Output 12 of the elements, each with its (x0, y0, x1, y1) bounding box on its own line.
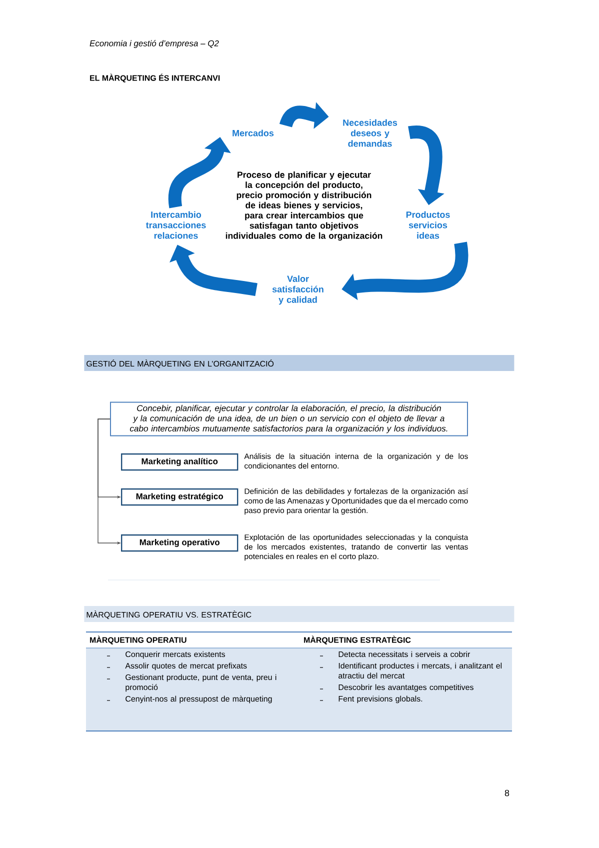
page-header: Economia i gestió d’empresa – Q2 (90, 40, 219, 48)
cycle-label: Valor satisfacción y calidad (272, 275, 324, 305)
marketing-box: Marketing operativo (121, 534, 238, 552)
cycle-label: Mercados (232, 130, 274, 136)
cycle-label: Productos servicios ideas (406, 211, 450, 239)
marketing-box: Marketing analítico (121, 453, 238, 471)
center-text: Proceso de planificar y ejecutar la concepción del producto, precio promoción y distribución de ideas bienes y servicios, para crear intercambios que satisfagan tanto objetivos individuales como de la organización (226, 171, 382, 241)
definition-box: Concebir, planificar, ejecutar y controlar la elaboración, el precio, la distribución y la comunicación de una idea, de un bien o un servicio con el objeto de llevar a cabo intercambios mutuamente satisfactorios para la organización y los individuos. (110, 402, 468, 436)
cycle-label: Intercambio transacciones relaciones (146, 211, 206, 239)
marketing-box: Marketing estratégico (121, 488, 238, 506)
cycle-label: Necesidades deseos y demandas (343, 119, 398, 147)
page-number: 8 (504, 790, 510, 796)
